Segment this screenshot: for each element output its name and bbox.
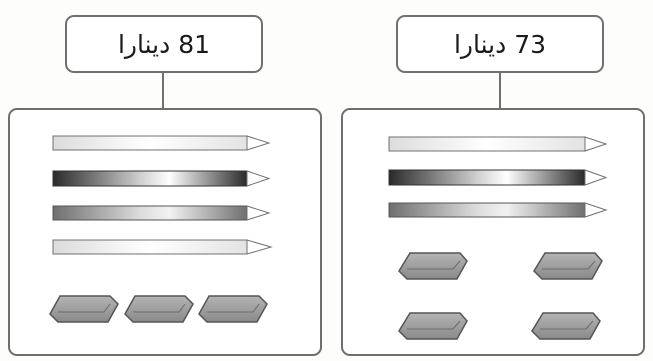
right-eraser-1 [398, 252, 468, 280]
left-price-label: 81 دينارا [65, 15, 263, 73]
left-price-text: 81 دينارا [117, 29, 211, 59]
right-eraser-2 [533, 252, 603, 280]
left-eraser-2 [124, 295, 194, 323]
left-pencil-4 [52, 239, 273, 255]
left-eraser-1 [49, 295, 119, 323]
right-connector-line [499, 73, 501, 110]
right-pencil-3 [388, 202, 608, 218]
right-eraser-4 [531, 312, 601, 340]
right-pencil-1 [388, 136, 608, 152]
right-eraser-3 [398, 312, 468, 340]
left-pencil-2 [52, 170, 271, 187]
right-price-text: 73 دينارا [453, 29, 547, 59]
right-price-label: 73 دينارا [396, 15, 604, 73]
left-pencil-1 [52, 135, 271, 151]
right-pencil-2 [388, 169, 608, 186]
left-connector-line [162, 73, 164, 110]
left-pencil-3 [52, 205, 271, 221]
left-eraser-3 [198, 295, 268, 323]
